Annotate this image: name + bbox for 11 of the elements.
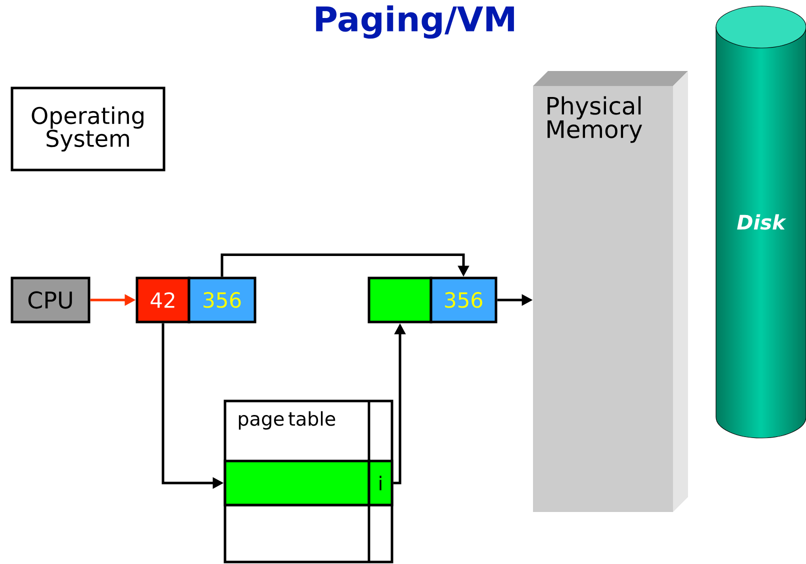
arrow — [220, 254, 470, 277]
valid-bit-cell: i — [368, 460, 394, 506]
offset-cell: 356 — [188, 276, 256, 324]
memory-block: Physical Memory — [533, 71, 688, 512]
title: Paging/VM — [316, 5, 514, 39]
process-box: Operating System — [10, 86, 166, 172]
offset-cell: 356 — [430, 276, 498, 324]
cpu-box: CPU — [10, 276, 90, 324]
page-number-cell: 42 — [136, 276, 190, 324]
frame-number-cell — [368, 276, 432, 324]
disk-cylinder: Disk — [716, 6, 806, 438]
